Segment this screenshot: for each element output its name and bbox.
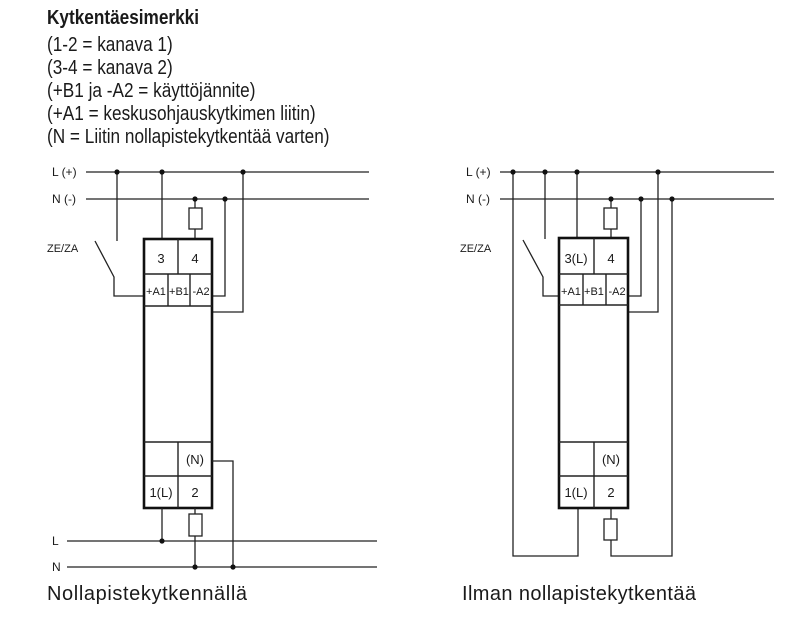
ze-za-label-right: ZE/ZA	[460, 243, 492, 255]
load-resistor-right	[603, 207, 618, 230]
legend-line-3: (+B1 ja -A2 = käyttöjännite)	[47, 80, 256, 102]
terminal-2: 2	[191, 485, 198, 500]
terminal-b1: +B1	[169, 286, 189, 298]
load-resistor-2-right	[603, 518, 618, 541]
wire-n-to-2	[610, 199, 673, 557]
terminal-grid	[144, 239, 212, 508]
label-n-minus: N (-)	[52, 192, 76, 206]
label-l-plus-right: L (+)	[466, 165, 491, 179]
wire-a2	[212, 199, 226, 297]
terminal-3-right: 3(L)	[564, 251, 587, 266]
page-title: Kytkentäesimerkki	[47, 7, 200, 29]
terminal-1: 1(L)	[149, 485, 172, 500]
caption-left: Nollapistekytkennällä	[47, 583, 248, 605]
junction-dots-right	[510, 169, 675, 202]
left-diagram: L (+) N (-) ZE/ZA 3 4 +A1 +B1 -A2 (N) 1(…	[47, 165, 377, 605]
wire-a2-right	[628, 199, 642, 297]
terminal-b1-right: +B1	[584, 286, 604, 298]
load-resistor	[188, 207, 203, 230]
legend-line-2: (3-4 = kanava 2)	[47, 57, 173, 79]
label-l-plus: L (+)	[52, 165, 77, 179]
terminal-a1-right: +A1	[561, 286, 581, 298]
label-n-bottom: N	[52, 560, 61, 574]
legend-line-5: (N = Liitin nollapistekytkentää varten)	[47, 126, 330, 148]
terminal-n-right: (N)	[602, 452, 620, 467]
terminal-4-right: 4	[607, 251, 614, 266]
caption-right: Ilman nollapistekytkentää	[462, 583, 697, 605]
wire-l-to-1	[512, 172, 579, 557]
label-n-minus-right: N (-)	[466, 192, 490, 206]
ze-za-switch-wire	[94, 240, 144, 297]
legend-line-4: (+A1 = keskusohjauskytkimen liitin)	[47, 103, 316, 125]
terminal-2-right: 2	[607, 485, 614, 500]
label-l-bottom: L	[52, 534, 59, 548]
terminal-3: 3	[157, 251, 164, 266]
terminal-4: 4	[191, 251, 198, 266]
right-diagram: L (+) N (-) ZE/ZA 3(L) 4 +A1 +B1 -A2 (N)…	[460, 165, 774, 605]
wire-n	[212, 460, 234, 567]
terminal-a1: +A1	[146, 286, 166, 298]
terminal-a2-right: -A2	[608, 286, 625, 298]
terminal-1-right: 1(L)	[564, 485, 587, 500]
terminal-n: (N)	[186, 452, 204, 467]
terminal-a2: -A2	[192, 286, 209, 298]
junction-dots	[114, 169, 246, 570]
ze-za-label: ZE/ZA	[47, 243, 79, 255]
terminal-grid-right	[559, 238, 628, 508]
load-resistor-2	[188, 513, 203, 537]
ze-za-switch-wire-right	[522, 239, 559, 297]
legend-line-1: (1-2 = kanava 1)	[47, 34, 173, 56]
